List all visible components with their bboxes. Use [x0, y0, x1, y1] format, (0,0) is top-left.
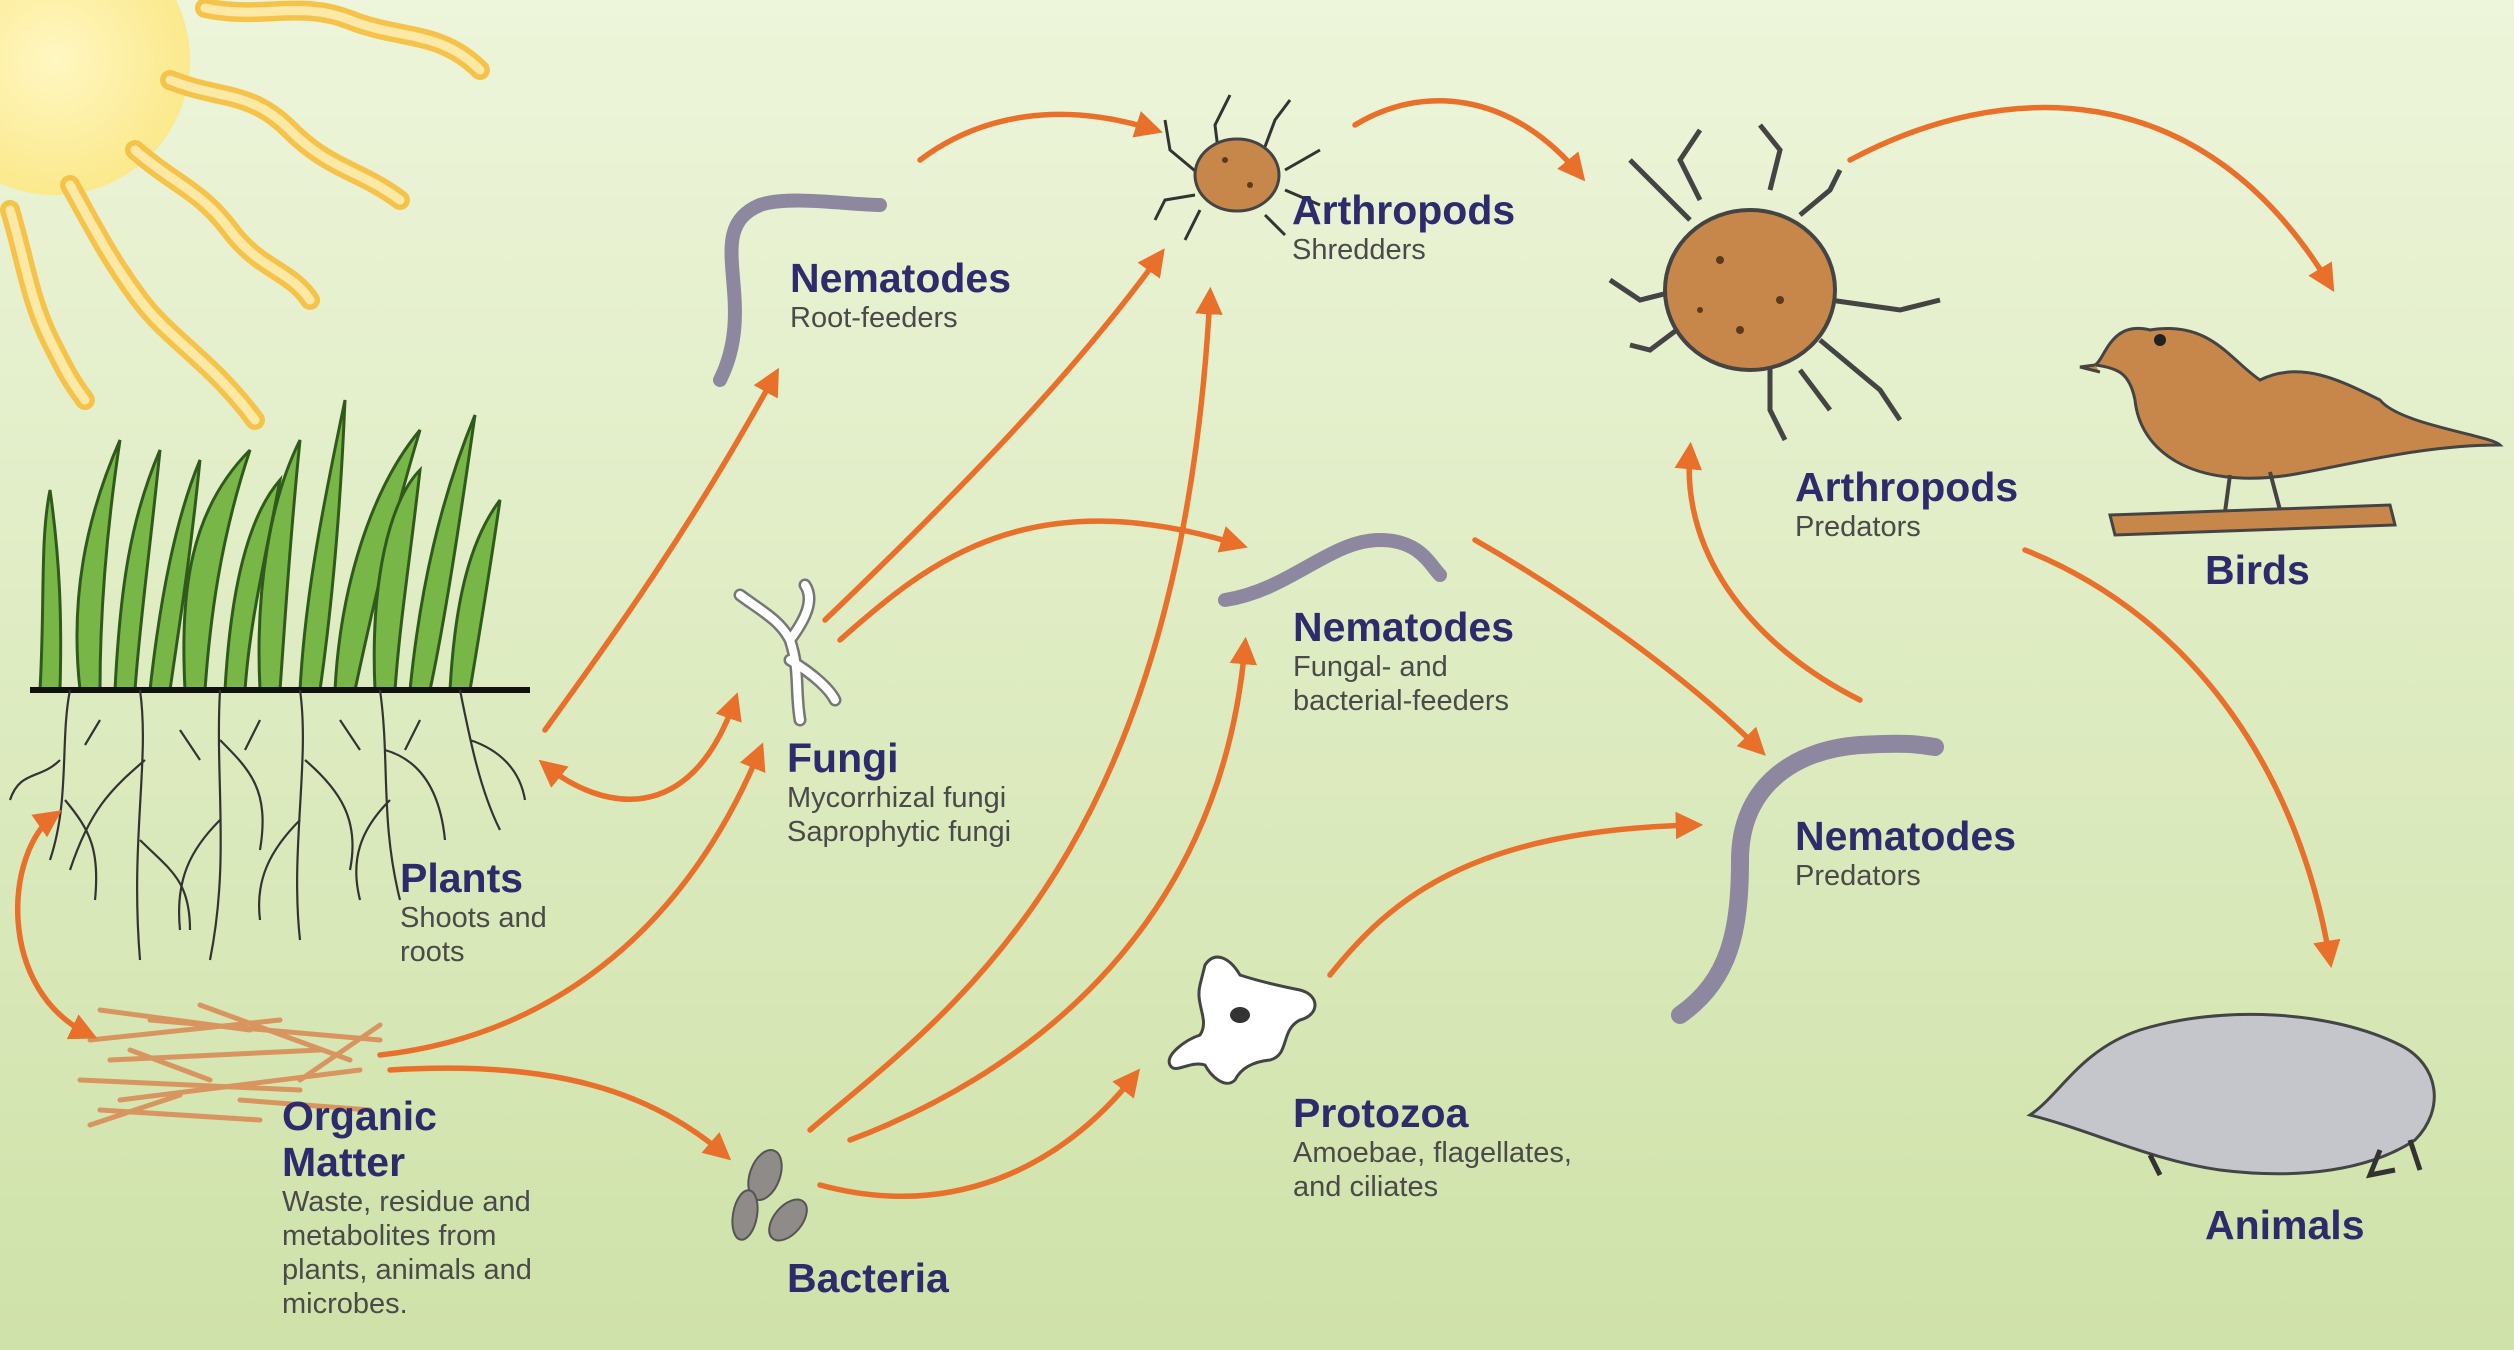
nematodes-fungal-bacterial-line-1: Fungal- and — [1293, 650, 1514, 684]
nematodes-root-feeders-label: Nematodes Root-feeders — [790, 255, 1011, 335]
arthropods-shredders-title: Arthropods — [1292, 187, 1515, 233]
organic-matter-label: Organic Matter Waste, residue and metabo… — [282, 1093, 532, 1321]
arthropods-predators-sub: Predators — [1795, 510, 2018, 544]
animals-title: Animals — [2205, 1202, 2365, 1248]
birds-label: Birds — [2205, 547, 2310, 593]
fungi-label: Fungi Mycorrhizal fungi Saprophytic fung… — [787, 735, 1011, 849]
fungi-title: Fungi — [787, 735, 1011, 781]
arthropods-shredders-label: Arthropods Shredders — [1292, 187, 1515, 267]
protozoa-line-2: and ciliates — [1293, 1170, 1572, 1204]
organic-matter-line-4: microbes. — [282, 1287, 532, 1321]
nematodes-fungal-bacterial-line-2: bacterial-feeders — [1293, 684, 1514, 718]
protozoa-line-1: Amoebae, flagellates, — [1293, 1136, 1572, 1170]
nematodes-fungal-bacterial-label: Nematodes Fungal- and bacterial-feeders — [1293, 604, 1514, 718]
arthropods-predators-title: Arthropods — [1795, 464, 2018, 510]
organic-matter-title-2: Matter — [282, 1139, 532, 1185]
plants-title: Plants — [400, 855, 547, 901]
fungi-line-1: Mycorrhizal fungi — [787, 781, 1011, 815]
arthropods-predators-label: Arthropods Predators — [1795, 464, 2018, 544]
plants-line-2: roots — [400, 935, 547, 969]
organic-matter-line-1: Waste, residue and — [282, 1185, 532, 1219]
birds-title: Birds — [2205, 547, 2310, 593]
nematodes-fungal-bacterial-title: Nematodes — [1293, 604, 1514, 650]
protozoa-label: Protozoa Amoebae, flagellates, and cilia… — [1293, 1090, 1572, 1204]
fungi-line-2: Saprophytic fungi — [787, 815, 1011, 849]
nematodes-root-feeders-sub: Root-feeders — [790, 301, 1011, 335]
organic-matter-line-3: plants, animals and — [282, 1253, 532, 1287]
plants-line-1: Shoots and — [400, 901, 547, 935]
nematodes-predators-title: Nematodes — [1795, 813, 2016, 859]
plants-label: Plants Shoots and roots — [400, 855, 547, 969]
bacteria-title: Bacteria — [787, 1255, 949, 1301]
arthropods-shredders-sub: Shredders — [1292, 233, 1515, 267]
protozoa-nucleus — [1230, 1007, 1250, 1023]
nematodes-predators-label: Nematodes Predators — [1795, 813, 2016, 893]
organic-matter-title-1: Organic — [282, 1093, 532, 1139]
bacteria-label: Bacteria — [787, 1255, 949, 1301]
organic-matter-line-2: metabolites from — [282, 1219, 532, 1253]
animals-label: Animals — [2205, 1202, 2365, 1248]
protozoa-title: Protozoa — [1293, 1090, 1572, 1136]
nematodes-root-feeders-title: Nematodes — [790, 255, 1011, 301]
nematodes-predators-sub: Predators — [1795, 859, 2016, 893]
